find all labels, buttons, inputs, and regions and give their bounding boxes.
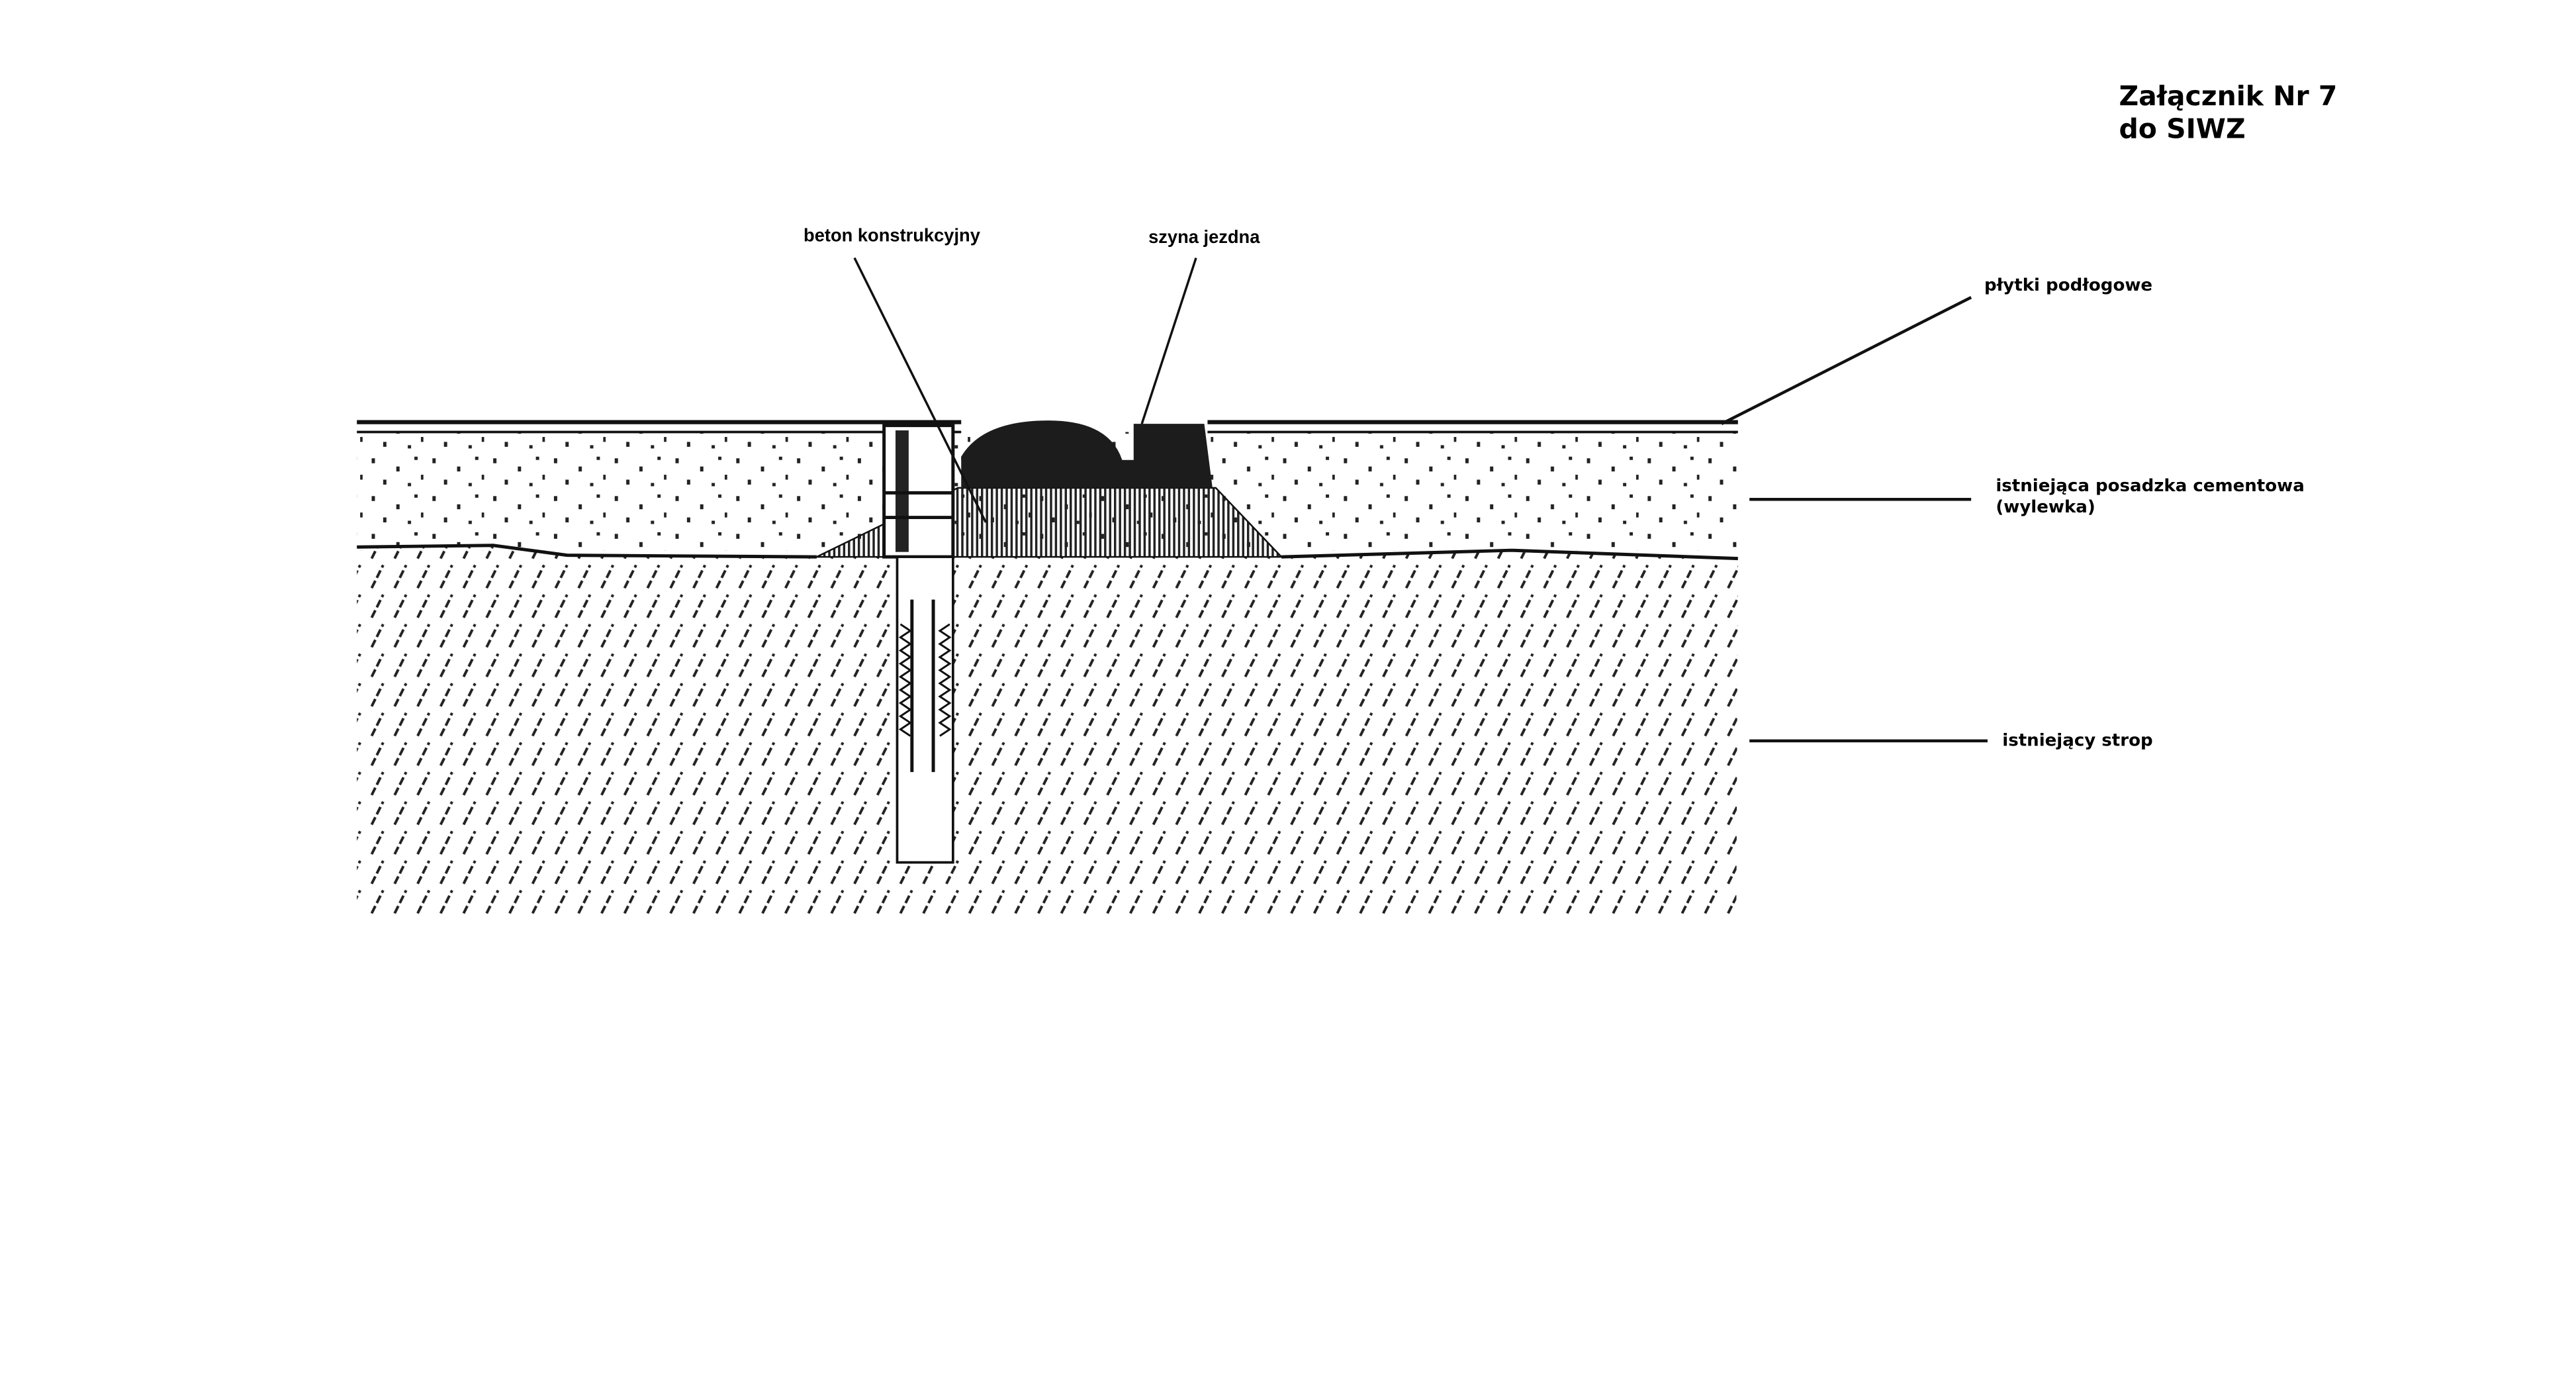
- label-existing-slab: istniejący strop: [2002, 730, 2152, 750]
- label-cement-screed-2: (wylewka): [1996, 497, 2095, 517]
- anchor-bolt: [882, 424, 955, 864]
- leader-floor-tiles: [1721, 296, 1972, 426]
- leader-rail: [1140, 257, 1197, 424]
- label-floor-tiles: płytki podłogowe: [1984, 275, 2152, 295]
- attachment-title-line2: do SIWZ: [2119, 113, 2245, 144]
- floor-tiles-layer: [357, 420, 1738, 434]
- existing-slab-layer: [357, 547, 1738, 917]
- leader-structural-concrete: [853, 257, 988, 523]
- rail: [961, 420, 1213, 488]
- label-structural-concrete: beton konstrukcyjny: [804, 225, 981, 246]
- label-cement-screed-1: istniejąca posadzka cementowa: [1996, 476, 2304, 496]
- label-rail: szyna jezdna: [1148, 226, 1260, 247]
- attachment-title-line1: Załącznik Nr 7: [2119, 80, 2337, 112]
